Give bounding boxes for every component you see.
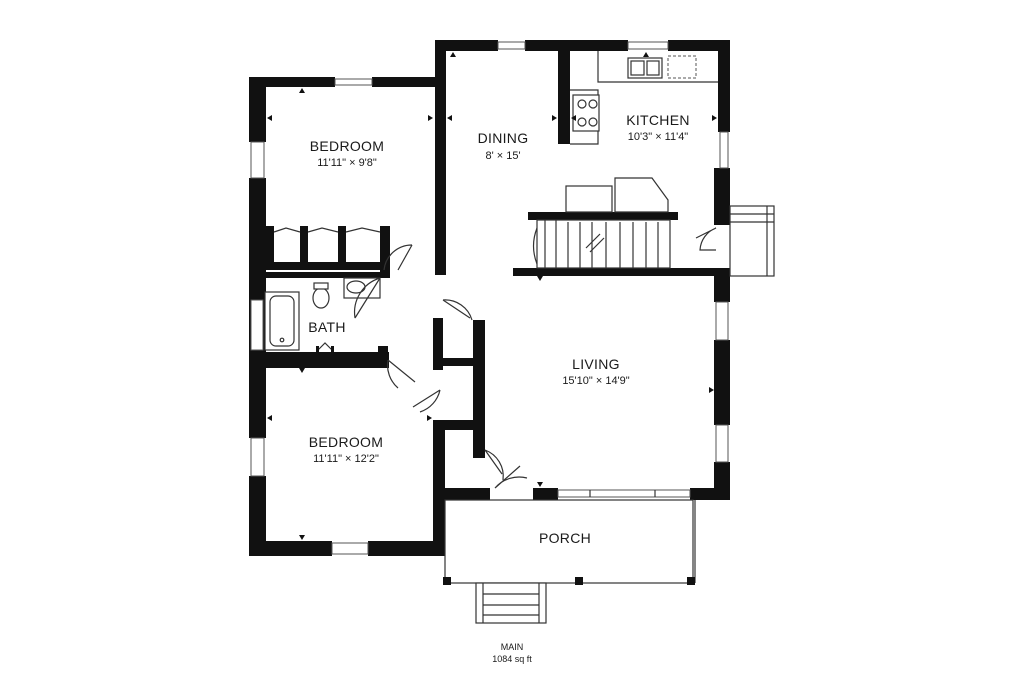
windows bbox=[250, 41, 729, 555]
stairs bbox=[532, 177, 671, 269]
room-name-bedroom-1: BEDROOM bbox=[310, 138, 384, 154]
side-steps bbox=[729, 205, 775, 277]
kitchen-fixtures bbox=[570, 51, 718, 145]
room-labels: BEDROOM 11'11" × 9'8" DINING 8' × 15' KI… bbox=[308, 112, 690, 664]
doors bbox=[353, 227, 717, 489]
room-name-bath: BATH bbox=[308, 319, 346, 335]
room-name-porch: PORCH bbox=[539, 530, 591, 546]
room-dims-living: 15'10" × 14'9" bbox=[562, 375, 629, 387]
porch bbox=[443, 499, 696, 624]
wall-markers bbox=[267, 52, 717, 540]
room-dims-bedroom-2: 11'11" × 12'2" bbox=[313, 453, 379, 465]
walls bbox=[249, 40, 730, 556]
room-name-dining: DINING bbox=[478, 130, 529, 146]
closets bbox=[264, 226, 390, 270]
room-dims-dining: 8' × 15' bbox=[485, 150, 520, 162]
room-name-living: LIVING bbox=[572, 356, 620, 372]
room-name-kitchen: KITCHEN bbox=[626, 112, 690, 128]
room-dims-kitchen: 10'3" × 11'4" bbox=[628, 131, 689, 143]
room-dims-bedroom-1: 11'11" × 9'8" bbox=[317, 157, 377, 169]
floor-area: 1084 sq ft bbox=[492, 654, 532, 664]
room-name-bedroom-2: BEDROOM bbox=[309, 434, 383, 450]
bath-fixtures bbox=[264, 277, 381, 352]
floor-name: MAIN bbox=[501, 642, 524, 652]
